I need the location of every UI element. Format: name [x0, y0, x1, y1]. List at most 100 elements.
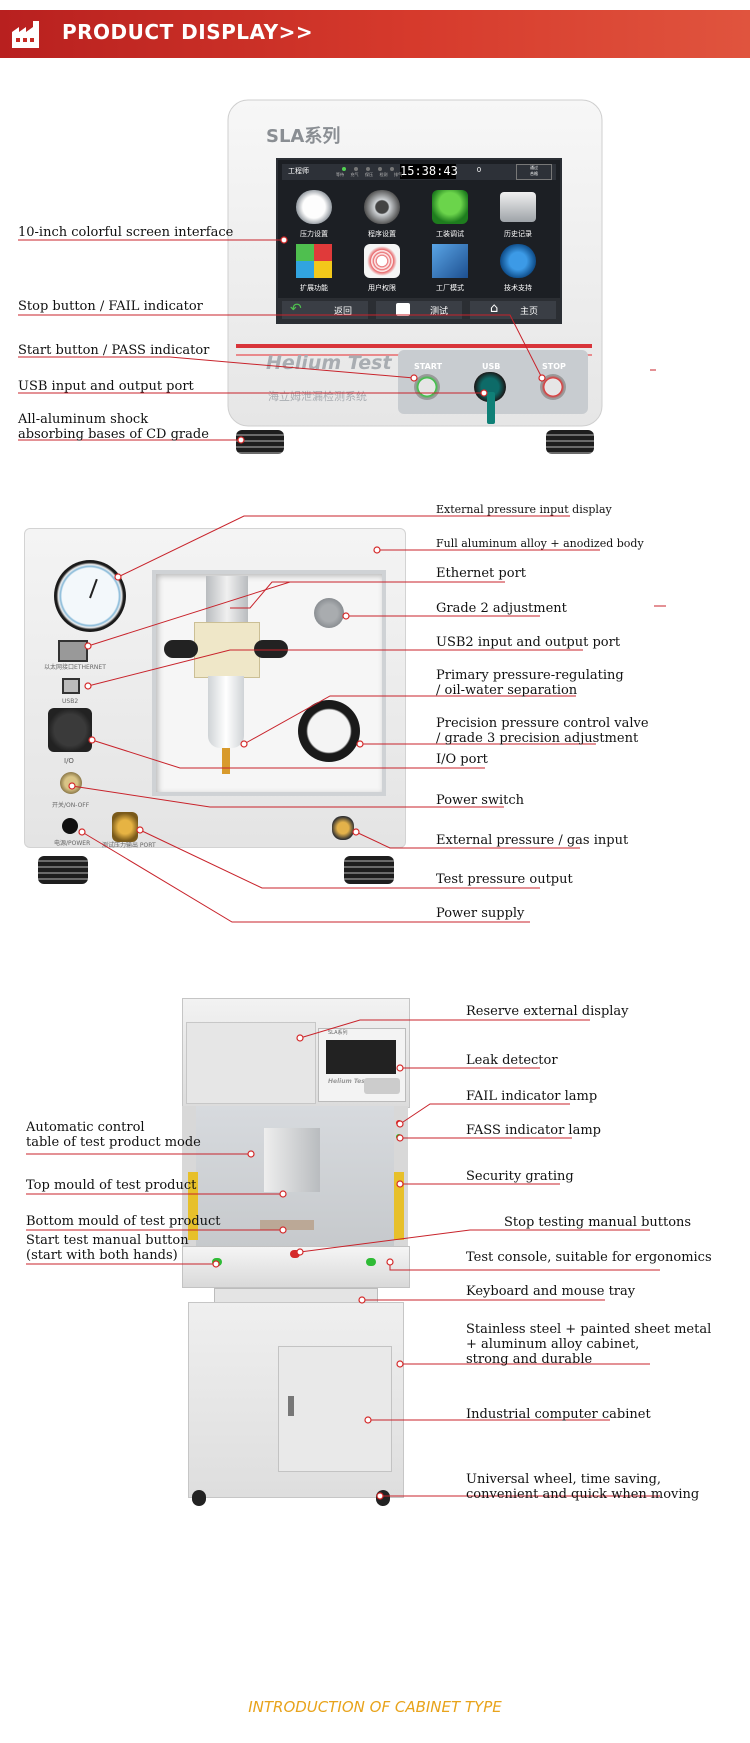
- callout-label: Universal wheel, time saving, convenient…: [466, 1472, 700, 1502]
- usb2-port[interactable]: [62, 678, 80, 694]
- filter-regulator: [206, 576, 248, 624]
- start-button-label: START: [414, 362, 443, 371]
- model-name: SLA系列: [266, 126, 341, 147]
- usb-drive: [487, 392, 495, 424]
- external-gas-input-fitting[interactable]: [332, 816, 354, 840]
- status-led-icon: [378, 167, 382, 171]
- callout-label: Security grating: [466, 1169, 574, 1184]
- callout-label: I/O port: [436, 752, 488, 767]
- screen-icon-fixture[interactable]: [432, 190, 468, 224]
- screen-icon-pressure[interactable]: [296, 190, 332, 224]
- nav-back-label: 返回: [334, 307, 353, 317]
- back-arrow-icon: ↶: [290, 301, 302, 317]
- door-lock-icon: [288, 1396, 294, 1416]
- ethernet-port[interactable]: [58, 640, 88, 662]
- section-header-banner: [0, 10, 750, 58]
- screen-icon-support[interactable]: [500, 244, 536, 278]
- callout-label: Ethernet port: [436, 566, 527, 581]
- page-title: PRODUCT DISPLAY>>: [62, 20, 314, 44]
- callout-label: Start button / PASS indicator: [18, 343, 210, 358]
- screen-counter: 0: [476, 166, 482, 174]
- precision-pressure-valve[interactable]: [298, 700, 360, 762]
- nav-test-label: 测试: [430, 307, 449, 317]
- screen-icon-user[interactable]: [364, 244, 400, 278]
- callout-label: All-aluminum shock absorbing bases of CD…: [18, 412, 209, 442]
- callout-label: Full aluminum alloy + anodized body: [436, 537, 644, 550]
- mini-screen: [326, 1040, 396, 1074]
- start-manual-button[interactable]: [366, 1258, 376, 1266]
- icon-label: 历史记录: [504, 229, 532, 238]
- icon-label: 技术支持: [504, 283, 532, 292]
- computer-cabinet-door[interactable]: [278, 1346, 392, 1472]
- drain-fitting: [222, 748, 230, 774]
- io-port[interactable]: [48, 708, 92, 752]
- screen-icon-program[interactable]: [364, 190, 400, 224]
- stop-manual-button[interactable]: [290, 1250, 300, 1258]
- nav-home-label: 主页: [520, 307, 539, 317]
- aluminum-base: [546, 430, 594, 454]
- screen-status-row: [338, 167, 398, 177]
- callout-label: Leak detector: [466, 1053, 558, 1068]
- chart-icon: [396, 303, 410, 316]
- callout-label: Stop testing manual buttons: [504, 1215, 692, 1230]
- screen-icon-labels: 压力设置 程序设置 工装调试 历史记录 扩展功能 用户权限 工厂模式 技术支持: [300, 229, 532, 292]
- callout-label: FAIL indicator lamp: [466, 1089, 598, 1104]
- callout-label: Industrial computer cabinet: [466, 1407, 651, 1422]
- mini-brand: Helium Test: [328, 1078, 368, 1085]
- callout-label: Power switch: [436, 793, 525, 808]
- callout-label: Start test manual button (start with bot…: [26, 1233, 189, 1263]
- callout-label: Precision pressure control valve / grade…: [436, 716, 649, 746]
- callout-label: 10-inch colorful screen interface: [18, 225, 234, 240]
- test-pressure-output-fitting[interactable]: [112, 812, 138, 842]
- touch-screen[interactable]: 工程师 15:38:43 0 等待充气保压检测排气 通过 合格 压力设置 程序设…: [276, 158, 562, 324]
- brand-logo: Helium Test: [266, 352, 392, 374]
- hose: [164, 640, 198, 658]
- usb-port-label: USB: [482, 362, 501, 371]
- screen-user-label: 工程师: [288, 167, 309, 175]
- callout-label: Grade 2 adjustment: [436, 601, 567, 616]
- aluminum-base: [38, 856, 88, 884]
- status-led-icon: [354, 167, 358, 171]
- grade2-adjustment-knob[interactable]: [314, 598, 344, 628]
- icon-label: 工厂模式: [436, 283, 464, 292]
- icon-label: 程序设置: [368, 229, 396, 238]
- aluminum-base: [344, 856, 394, 884]
- callout-label: Top mould of test product: [26, 1178, 197, 1193]
- callout-label: External pressure input display: [436, 503, 612, 516]
- screen-icon-history[interactable]: [500, 192, 536, 222]
- screen-time: 15:38:43: [400, 164, 458, 179]
- status-led-icon: [342, 167, 346, 171]
- callout-label: Stainless steel + painted sheet metal + …: [466, 1322, 712, 1367]
- start-button[interactable]: [414, 374, 440, 400]
- screen-icon-extend[interactable]: [296, 244, 332, 278]
- power-socket[interactable]: [62, 818, 78, 834]
- callout-label: Test pressure output: [436, 872, 573, 887]
- panel-text: I/O: [64, 757, 74, 765]
- callout-label: Stop button / FAIL indicator: [18, 299, 203, 314]
- callout-label: USB2 input and output port: [436, 635, 621, 650]
- panel-text: 电源/POWER: [54, 840, 91, 847]
- device2-callouts: [68, 515, 666, 923]
- callout-label: Automatic control table of test product …: [26, 1120, 201, 1150]
- callout-label: Bottom mould of test product: [26, 1214, 221, 1229]
- panel-text: USB2: [62, 698, 79, 705]
- device3-callouts: [26, 1019, 660, 1500]
- screen-status-labels: 等待充气保压检测排气: [336, 172, 402, 177]
- icon-label: 压力设置: [300, 229, 328, 238]
- icon-label: 用户权限: [368, 283, 396, 292]
- section-footer-title: INTRODUCTION OF CABINET TYPE: [248, 1698, 502, 1716]
- callout-label: Power supply: [436, 906, 525, 921]
- security-grating-right: [394, 1172, 404, 1240]
- screen-icon-factory[interactable]: [432, 244, 468, 278]
- icon-label: 扩展功能: [300, 283, 328, 292]
- wheel: [192, 1490, 206, 1506]
- home-icon: ⌂: [490, 301, 499, 316]
- callout-label: Reserve external display: [466, 1004, 629, 1019]
- callout-label: Primary pressure-regulating / oil-water …: [436, 668, 624, 698]
- hose: [254, 640, 288, 658]
- device1-callouts: [18, 236, 656, 444]
- callout-label: USB input and output port: [18, 379, 194, 394]
- aluminum-base: [236, 430, 284, 454]
- icon-label: 工装调试: [436, 229, 464, 238]
- panel-text: 以太网接口ETHERNET: [44, 664, 106, 671]
